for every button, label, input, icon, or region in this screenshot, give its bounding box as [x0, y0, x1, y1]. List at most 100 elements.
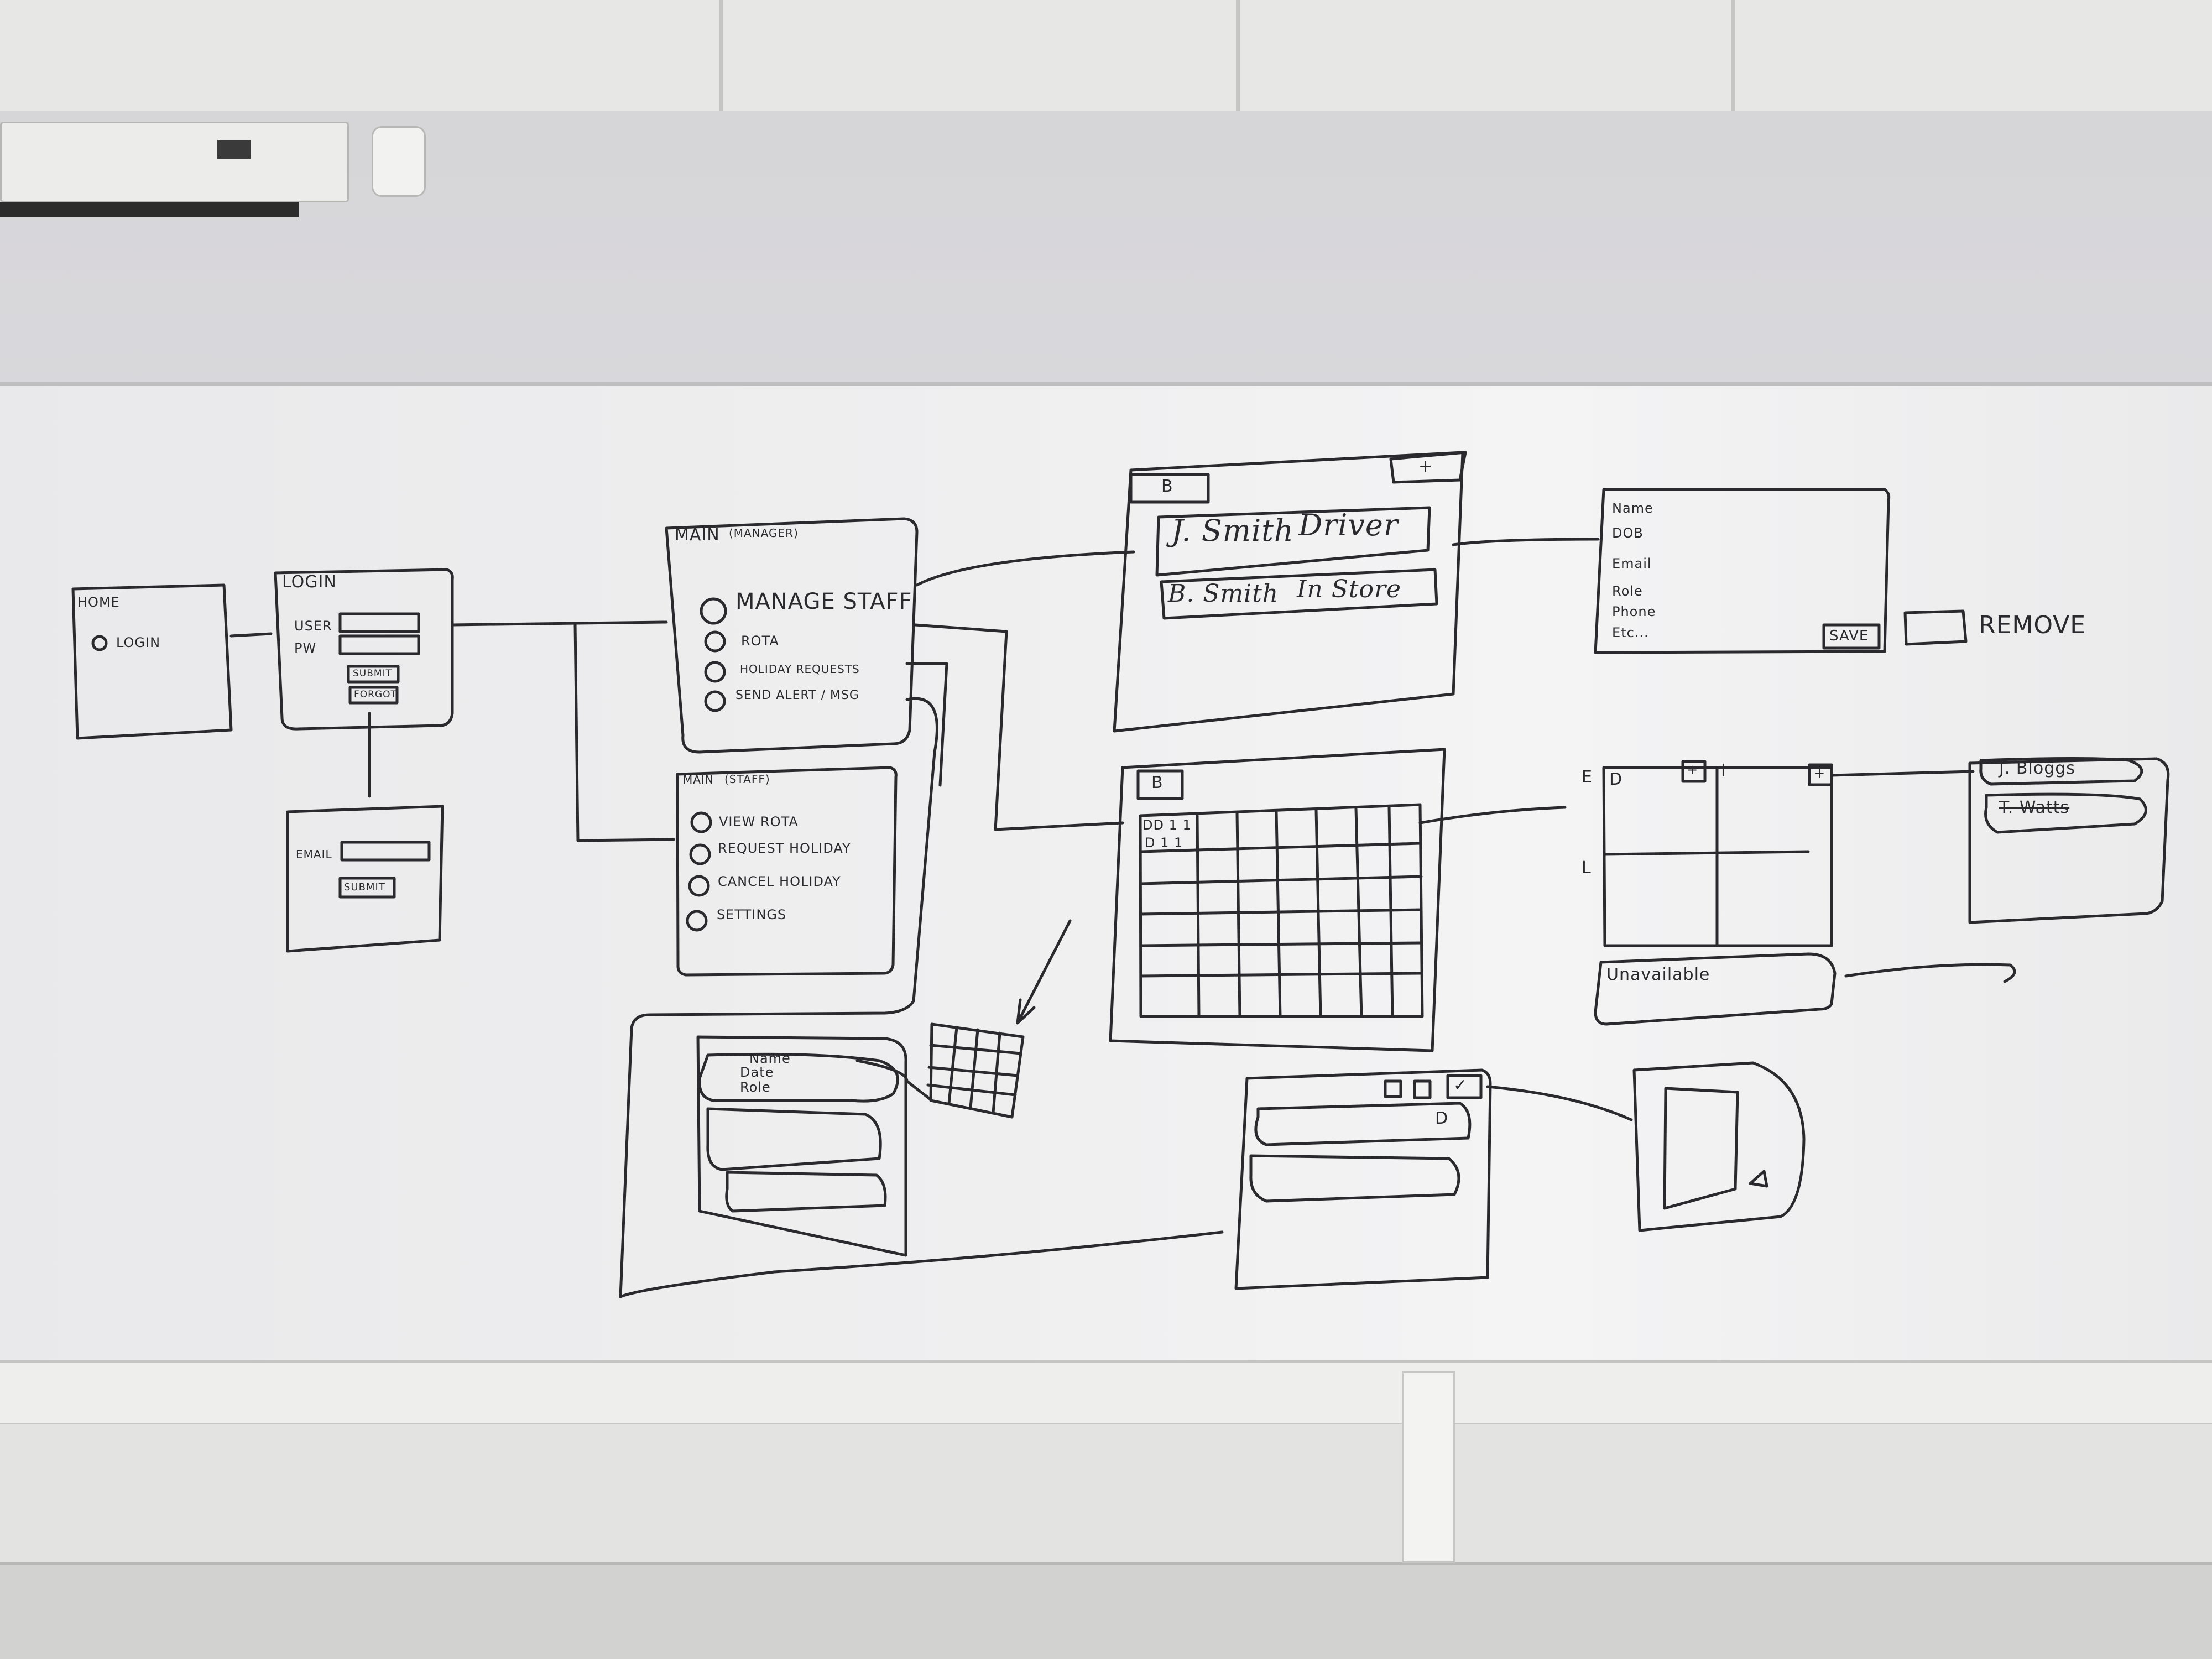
staff-row-1 — [1155, 506, 1431, 577]
messages-panel-frame — [696, 1035, 907, 1257]
cancel-holiday-option[interactable]: CANCEL HOLIDAY — [718, 874, 841, 889]
rota-back-icon[interactable]: B — [1151, 773, 1164, 792]
message-line-name: Name — [749, 1051, 791, 1066]
detail-field-dob: DOB — [1612, 525, 1644, 541]
shift-col-day: D — [1609, 770, 1623, 789]
ceiling-seam — [1236, 0, 1240, 111]
home-title: HOME — [77, 594, 120, 610]
staff-list-frame — [1113, 451, 1464, 733]
shift-row-early: E — [1582, 768, 1593, 787]
trunking-joint — [1402, 1371, 1455, 1563]
main-staff-title: MAIN — [683, 773, 714, 786]
staff-row-2-role[interactable]: In Store — [1297, 575, 1402, 603]
message-bubble-1 — [698, 1052, 899, 1103]
login-submit-button[interactable]: SUBMIT — [353, 668, 392, 679]
login-main-link — [451, 620, 665, 627]
main-staff-frame — [676, 766, 898, 977]
unavailable-box — [1594, 952, 1837, 1026]
forgot-screen-frame — [286, 805, 444, 953]
rota-table-rows — [1139, 842, 1423, 978]
email-field — [340, 841, 431, 862]
login-pw-label: PW — [294, 640, 317, 656]
compose-bubble-2 — [1249, 1154, 1460, 1203]
preview-share-icon — [1749, 1170, 1768, 1188]
manage-staff-link — [915, 550, 1135, 587]
home-login-option[interactable]: LOGIN — [116, 635, 161, 650]
main-manager-subtitle: (MANAGER) — [729, 526, 799, 540]
add-day-box — [1681, 760, 1707, 783]
shift-matrix-frame — [1602, 766, 1833, 947]
rota-to-minigrid-arrow — [1016, 919, 1072, 1025]
rota-screen-frame — [1109, 748, 1446, 1052]
ceiling-seam — [1731, 0, 1735, 111]
assigned-staff-frame — [1968, 757, 2170, 924]
message-bubble-2 — [706, 1107, 882, 1171]
holiday-requests-radio — [704, 661, 726, 683]
detail-field-name: Name — [1612, 500, 1653, 516]
lower-wall — [0, 1565, 2212, 1659]
message-line-date: Date — [740, 1065, 774, 1080]
forgot-submit-button[interactable]: SUBMIT — [344, 881, 385, 893]
list-details-link — [1452, 538, 1600, 546]
staff-row-1-role[interactable]: Driver — [1298, 508, 1399, 542]
rota-table-cols — [1196, 805, 1394, 1018]
forgot-box — [348, 686, 399, 705]
main-manager-frame — [665, 517, 919, 754]
manage-staff-option[interactable]: MANAGE STAFF — [735, 589, 912, 614]
rota-option[interactable]: ROTA — [741, 633, 779, 649]
back-icon[interactable]: B — [1161, 477, 1173, 496]
send-alert-radio — [704, 690, 726, 712]
settings-radio — [686, 910, 708, 932]
shift-col-night: I — [1721, 761, 1726, 780]
assigned-pill-2 — [1984, 792, 2147, 834]
add-day-icon[interactable]: + — [1687, 762, 1699, 778]
staff-row-1-name[interactable]: J. Smith — [1171, 513, 1294, 548]
send-alert-option[interactable]: SEND ALERT / MSG — [735, 688, 859, 702]
forgot-submit-box — [338, 877, 396, 899]
add-icon[interactable]: + — [1418, 457, 1433, 476]
home-login-radio — [91, 635, 108, 651]
rota-radio — [704, 630, 726, 653]
rota-link — [914, 623, 1124, 831]
request-holiday-option[interactable]: REQUEST HOLIDAY — [718, 841, 851, 856]
message-bubble-3 — [725, 1171, 887, 1213]
compose-attach-icon[interactable]: D — [1435, 1109, 1449, 1128]
rota-back-tab — [1136, 769, 1184, 800]
login-forgot-button[interactable]: FORGOT — [354, 689, 397, 700]
remove-checkbox — [1903, 609, 1968, 646]
main-manager-title: MAIN — [675, 525, 720, 545]
settings-option[interactable]: SETTINGS — [717, 907, 787, 922]
main-staff-subtitle: (STAFF) — [724, 773, 770, 786]
whiteboard — [0, 382, 2212, 1365]
split-link — [573, 622, 675, 842]
detail-field-phone: Phone — [1612, 604, 1656, 619]
shift-matrix-divider-h — [1603, 850, 1810, 856]
compose-send-icon[interactable]: ✓ — [1453, 1076, 1468, 1095]
preview-frame — [1632, 1061, 1806, 1232]
compose-frame — [1234, 1068, 1492, 1290]
matrix-assigned-link — [1830, 770, 1975, 777]
compose-icon-2 — [1413, 1079, 1432, 1099]
rota-cell-label-2: D 1 1 — [1145, 835, 1183, 851]
projector-screen-housing — [0, 122, 349, 202]
view-rota-option[interactable]: VIEW ROTA — [719, 814, 799, 830]
save-button[interactable]: SAVE — [1829, 628, 1869, 644]
add-night-icon[interactable]: + — [1814, 765, 1826, 781]
unavailable-label[interactable]: Unavailable — [1606, 965, 1710, 984]
login-user-label: USER — [294, 618, 332, 634]
login-screen-frame — [274, 568, 454, 731]
assigned-staff-1[interactable]: J. Bloggs — [1999, 759, 2075, 778]
remove-label[interactable]: REMOVE — [1979, 611, 2086, 639]
user-field — [338, 612, 420, 633]
rota-cell-label-1: DD 1 1 — [1142, 817, 1192, 833]
assigned-staff-2[interactable]: T. Watts — [1999, 798, 2070, 817]
staff-row-2-name[interactable]: B. Smith — [1168, 580, 1279, 608]
rota-shift-link — [1418, 806, 1567, 825]
alert-link — [619, 697, 1224, 1298]
pw-field — [338, 634, 420, 655]
home-login-link — [229, 632, 273, 638]
view-rota-radio — [690, 811, 712, 833]
mini-grid — [926, 1022, 1025, 1119]
holiday-requests-option[interactable]: HOLIDAY REQUESTS — [740, 662, 860, 676]
